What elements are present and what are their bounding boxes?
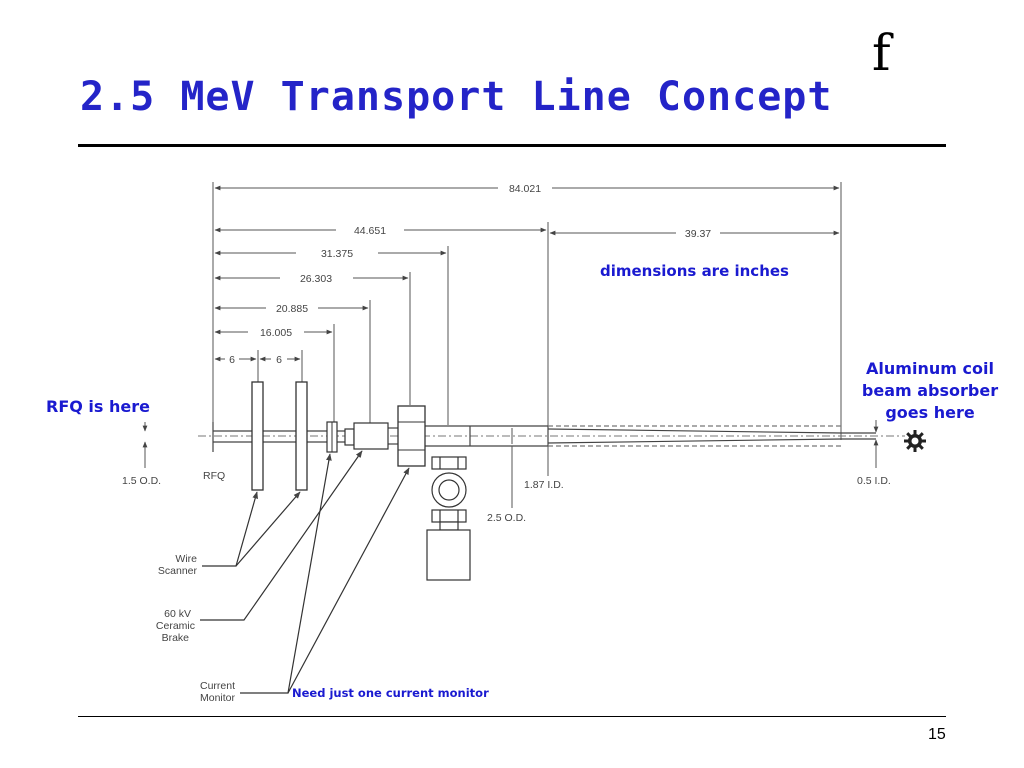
- label-ceramic-brake-line2: Ceramic: [156, 620, 195, 632]
- dim-26-303: 26.303: [300, 273, 332, 285]
- note-absorber-line1: Aluminum coil: [866, 359, 994, 378]
- note-rfq-location: RFQ is here: [46, 397, 150, 416]
- dim-6-second: 6: [276, 354, 282, 366]
- note-absorber: Aluminum coil beam absorber goes here: [852, 358, 1008, 424]
- wire-scanner-2: [295, 381, 308, 491]
- note-absorber-line2: beam absorber: [861, 381, 999, 400]
- label-current-monitor-line2: Monitor: [200, 692, 236, 704]
- label-ceramic-brake-line3: Brake: [162, 632, 190, 644]
- note-absorber-line3: goes here: [885, 403, 975, 422]
- label-rfq-od: 1.5 O.D.: [122, 475, 161, 487]
- label-wire-scanner-line1: Wire: [175, 553, 197, 565]
- footer-divider: [78, 716, 946, 717]
- dim-16-005: 16.005: [260, 327, 292, 339]
- dim-39-37: 39.37: [685, 228, 711, 240]
- dim-31-375: 31.375: [321, 248, 353, 260]
- label-ceramic-brake-line1: 60 kV: [164, 608, 191, 620]
- vacuum-cross-flange: [397, 405, 426, 467]
- label-pipe-id: 1.87 I.D.: [524, 479, 564, 491]
- leader-lines: [200, 450, 410, 694]
- label-absorber-id: 0.5 I.D.: [857, 475, 891, 487]
- tapered-absorber-section: [547, 425, 876, 447]
- dim-44-651: 44.651: [354, 225, 386, 237]
- label-rfq: RFQ: [203, 470, 225, 482]
- label-pipe-od: 2.5 O.D.: [487, 512, 526, 524]
- absorber-symbol: [904, 430, 926, 452]
- wire-scanner-1: [251, 381, 264, 491]
- vacuum-pump-assembly: [426, 456, 471, 581]
- ceramic-brake-flange: [344, 428, 355, 446]
- slide-title: 2.5 MeV Transport Line Concept: [80, 74, 833, 120]
- note-current-monitor: Need just one current monitor: [292, 686, 489, 700]
- beam-pipe: [213, 425, 549, 447]
- fermilab-logo: f: [872, 24, 891, 82]
- label-wire-scanner-line2: Scanner: [158, 565, 198, 577]
- dim-6-first: 6: [229, 354, 235, 366]
- od-indicators: [142, 420, 879, 508]
- dim-84-021: 84.021: [509, 183, 541, 195]
- extension-lines: [212, 182, 842, 440]
- dim-20-885: 20.885: [276, 303, 308, 315]
- title-divider: [78, 144, 946, 147]
- ceramic-brake-body: [353, 422, 389, 450]
- dimension-lines: [214, 185, 840, 362]
- page-number: 15: [928, 726, 946, 743]
- note-dimensions-units: dimensions are inches: [600, 262, 789, 280]
- label-current-monitor-line1: Current: [200, 680, 235, 692]
